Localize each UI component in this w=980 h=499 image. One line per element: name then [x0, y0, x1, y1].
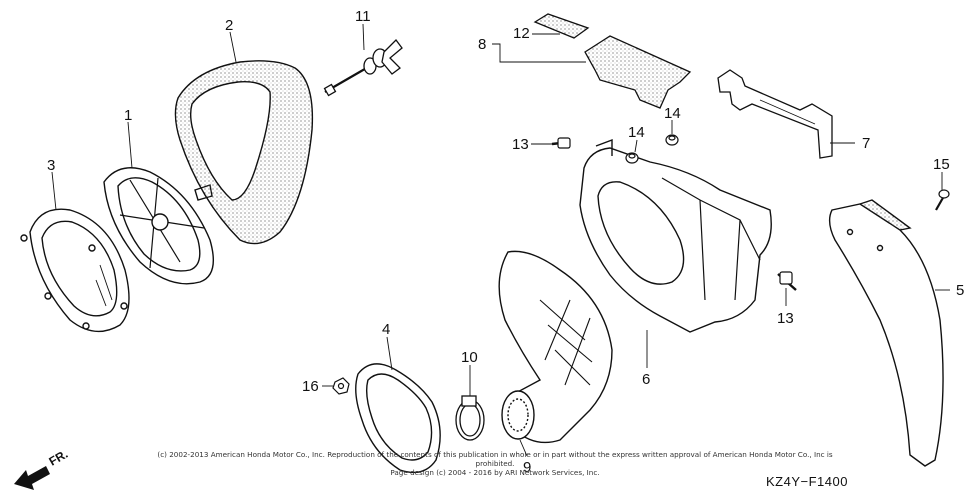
callout-16: 16 [302, 378, 319, 395]
part-12-label[interactable] [533, 13, 590, 39]
leader-lines [51, 23, 950, 457]
part-7-bracket[interactable] [717, 69, 833, 159]
callout-13-lower: 13 [777, 310, 794, 327]
callout-12: 12 [513, 25, 530, 42]
callout-2: 2 [225, 17, 233, 34]
callout-11: 11 [355, 8, 371, 25]
callout-3: 3 [47, 157, 55, 174]
part-13-bolt-upper[interactable] [551, 137, 571, 149]
front-arrow-label: FR. [47, 447, 71, 469]
front-direction-arrow: FR. [14, 447, 70, 490]
callout-7: 7 [862, 135, 870, 152]
front-arrow-icon [14, 466, 50, 490]
part-11-wing-bolt[interactable] [323, 39, 403, 97]
callout-8: 8 [478, 36, 486, 53]
part-5-side-cover[interactable] [828, 199, 944, 467]
part-9-inlet-duct[interactable] [498, 250, 613, 444]
part-3-air-cleaner-boot[interactable] [20, 208, 130, 333]
part-6-air-cleaner-case[interactable] [579, 138, 772, 333]
callout-4: 4 [382, 321, 390, 338]
part-16-nut[interactable] [332, 377, 350, 395]
part-2-air-filter-element[interactable] [174, 60, 314, 245]
callout-15: 15 [933, 156, 950, 173]
part-14-grommet-right[interactable] [665, 134, 679, 146]
callout-13-upper: 13 [512, 136, 529, 153]
diagram-code: KZ4Y−F1400 [766, 474, 848, 489]
callout-labels: 3 1 2 11 12 8 7 13 14 14 15 5 13 6 4 10 … [47, 8, 964, 476]
callout-14-left: 14 [628, 124, 645, 141]
copyright-notice: (c) 2002-2013 American Honda Motor Co., … [150, 450, 840, 477]
callout-9: 9 [523, 459, 531, 476]
part-4-gasket[interactable] [355, 363, 441, 474]
part-10-band-clamp[interactable] [455, 395, 485, 441]
part-14-grommet-left[interactable] [625, 152, 639, 164]
callout-6: 6 [642, 371, 650, 388]
callout-5: 5 [956, 282, 964, 299]
part-8-cover-plate[interactable] [584, 35, 692, 109]
part-13-bolt-lower[interactable] [777, 271, 797, 291]
copyright-line-1: (c) 2002-2013 American Honda Motor Co., … [157, 450, 833, 468]
callout-14-right: 14 [664, 105, 681, 122]
callout-1: 1 [124, 107, 132, 124]
part-15-screw[interactable] [935, 189, 950, 211]
copyright-line-2: Page design (c) 2004 - 2016 by ARI Netwo… [390, 468, 600, 477]
callout-10: 10 [461, 349, 478, 366]
